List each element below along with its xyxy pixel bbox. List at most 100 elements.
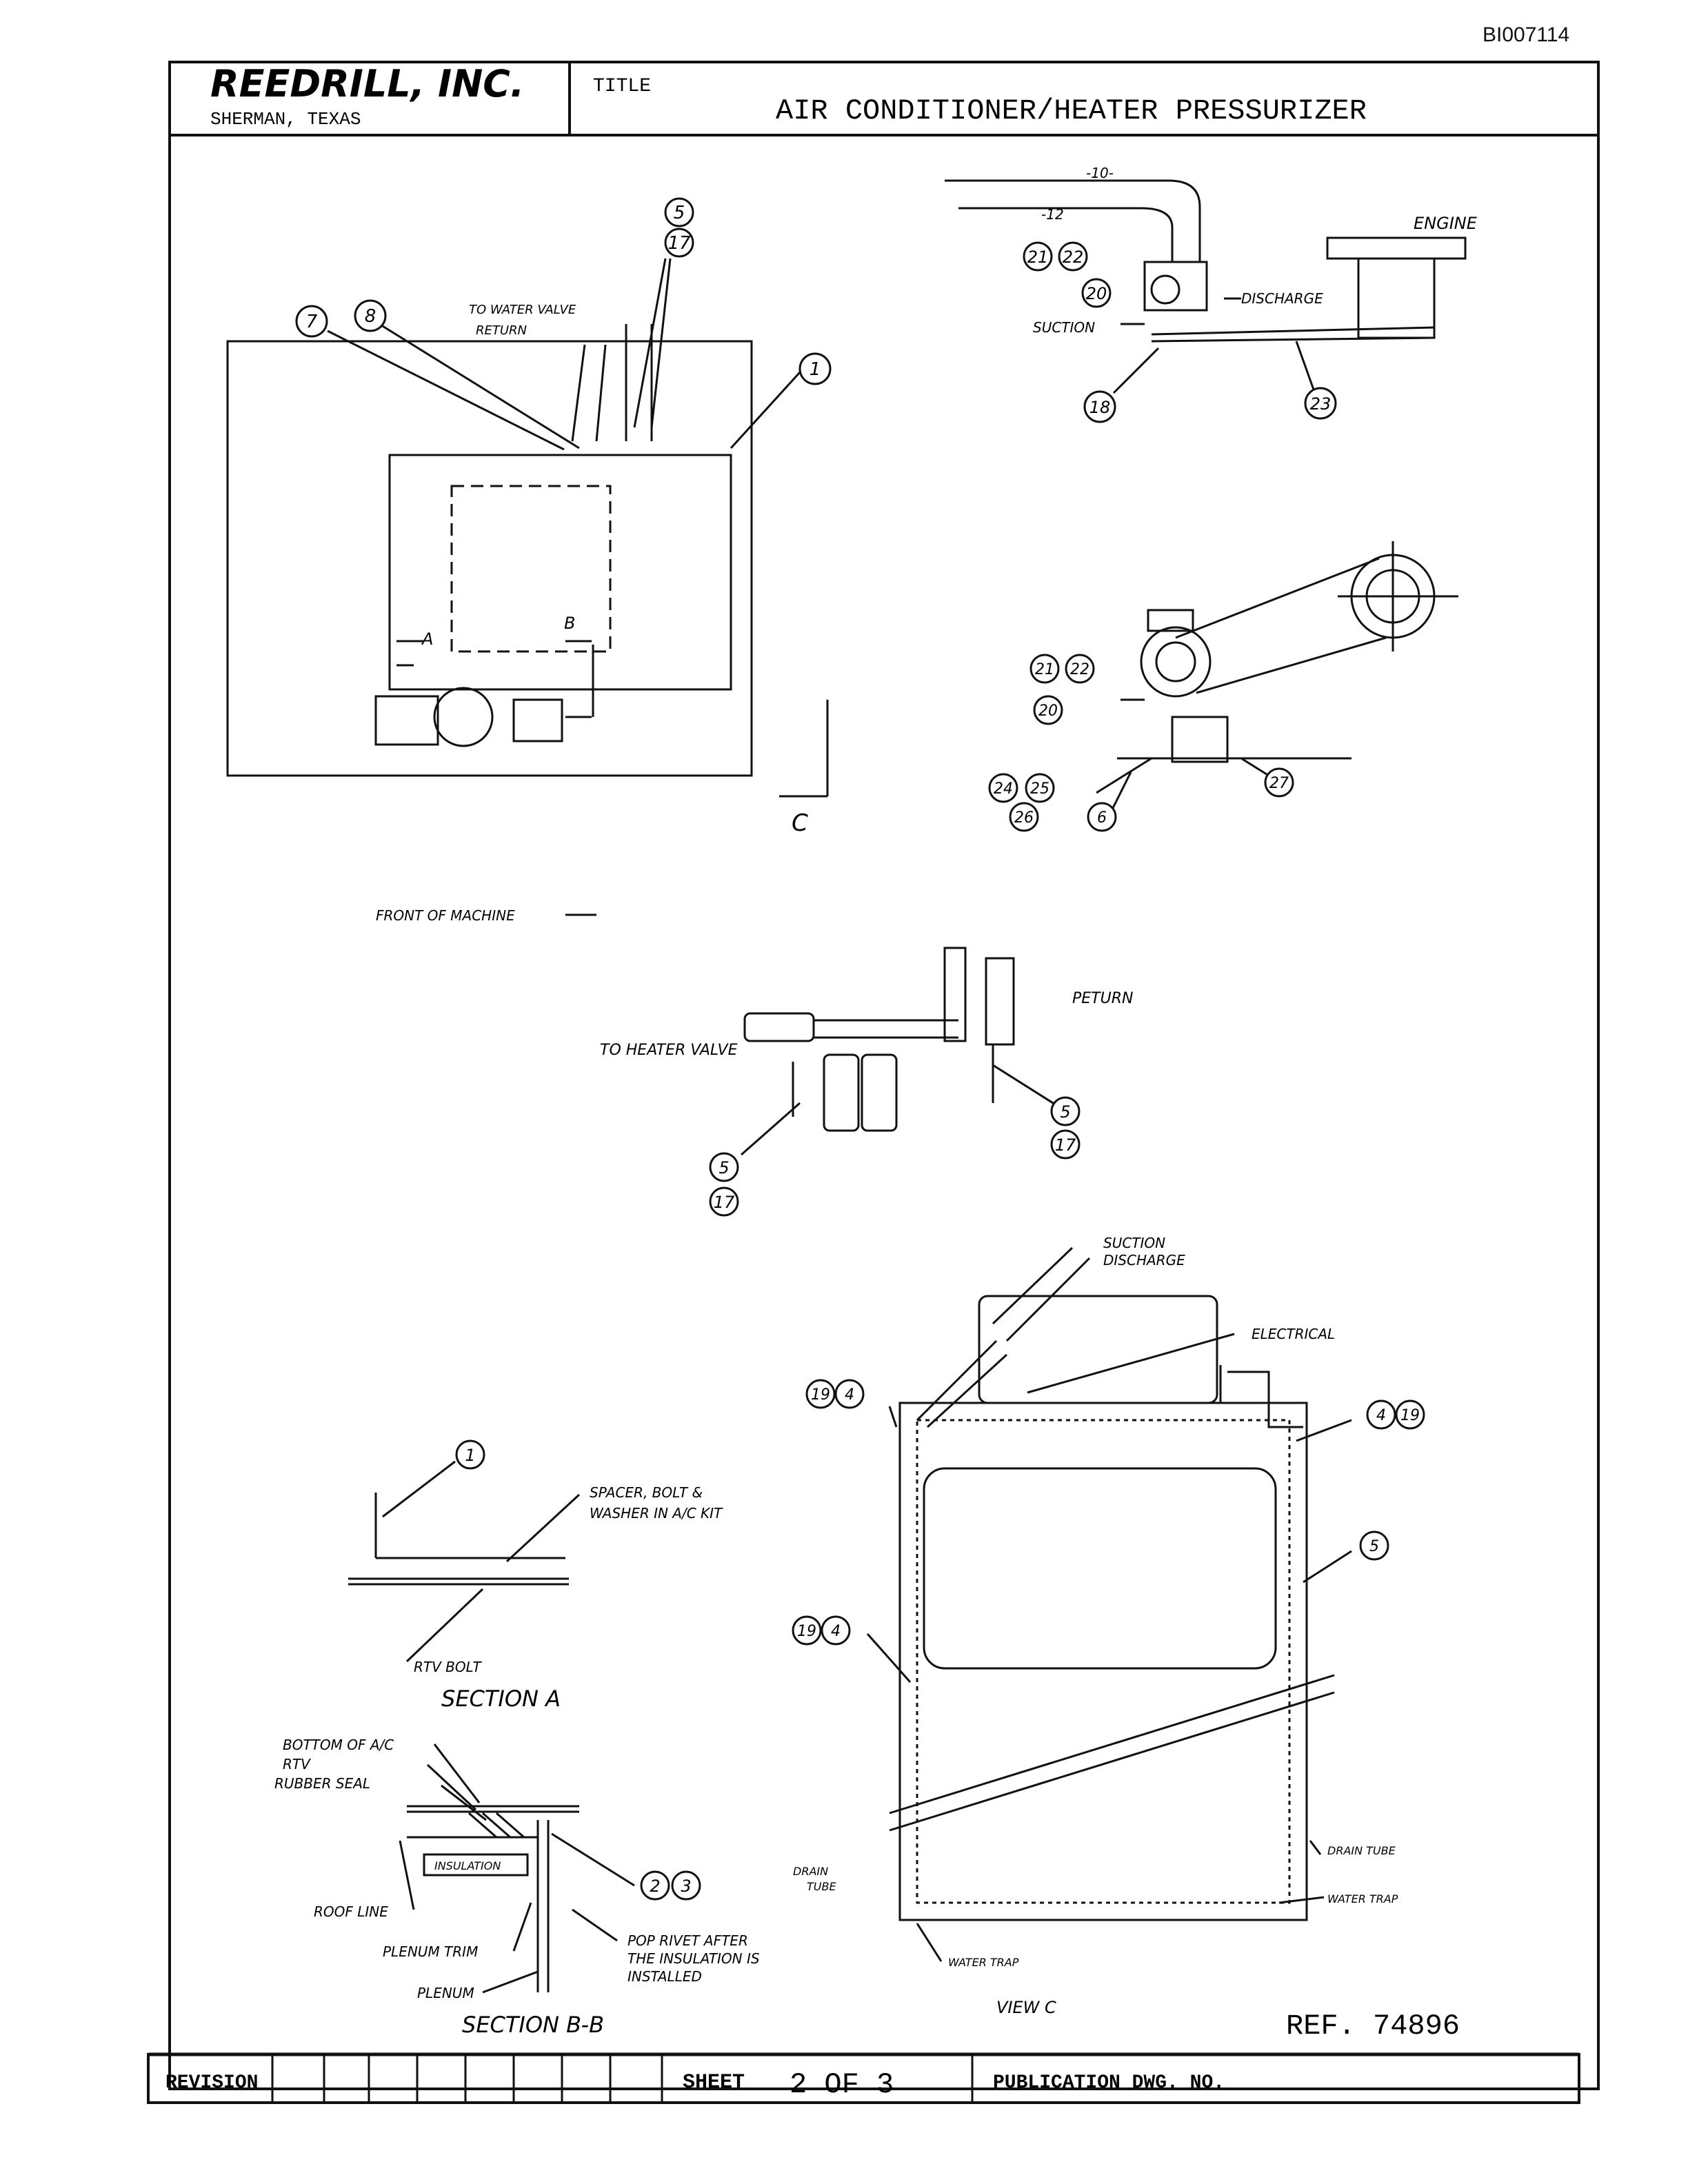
water-trap-right-label: WATER TRAP	[1327, 1892, 1398, 1905]
rtv-label: RTV	[283, 1756, 311, 1772]
callout-21: 21	[1027, 247, 1049, 267]
view-c-callout-4-mid: 4	[831, 1623, 841, 1640]
reference-number: REF. 74896	[1286, 2010, 1460, 2043]
callout-3: 3	[681, 1877, 691, 1896]
engine-label: ENGINE	[1414, 214, 1478, 233]
view-c-callout-4-right: 4	[1376, 1407, 1386, 1424]
electrical-label: ELECTRICAL	[1252, 1326, 1335, 1342]
drawing-title: AIR CONDITIONER/HEATER PRESSURIZER	[776, 94, 1367, 128]
view-c-callout-4-left: 4	[845, 1386, 854, 1404]
suction-label: SUCTION	[1033, 319, 1095, 336]
document-id: BI007114	[1483, 23, 1570, 46]
callout-18: 18	[1089, 398, 1111, 417]
section-bb-caption: SECTION B-B	[462, 2012, 604, 2038]
company-location: SHERMAN, TEXAS	[210, 109, 361, 130]
section-b-marker: B	[564, 614, 575, 633]
compressor-clutch	[1140, 626, 1212, 698]
insulation-label: INSULATION	[434, 1859, 501, 1872]
callout-8: 8	[365, 306, 376, 327]
view-c-callout-19-mid: 19	[797, 1623, 816, 1640]
ac-unit-outline	[388, 454, 732, 691]
to-heater-valve-label: TO HEATER VALVE	[600, 1042, 738, 1059]
spacer-label: SPACER, BOLT &	[590, 1484, 703, 1501]
callout-20: 20	[1086, 284, 1107, 303]
section-bb-detail	[399, 1743, 635, 1994]
plan-view-callouts	[295, 197, 832, 385]
dim-12: -12	[1041, 206, 1064, 223]
cab-frame-outer	[898, 1402, 1308, 1921]
view-c-callout-5: 5	[1369, 1538, 1379, 1555]
front-of-machine-label: FRONT OF MACHINE	[376, 907, 515, 924]
view-c-detail	[866, 1246, 1352, 1962]
plenum-label: PLENUM	[417, 1985, 474, 2001]
return-label: RETURN	[476, 323, 527, 338]
pop-rivet-line-1: POP RIVET AFTER	[627, 1932, 748, 1949]
pop-rivet-line-2: THE INSULATION IS	[627, 1950, 760, 1967]
compressor-pulley-top	[1150, 274, 1180, 305]
callout-5-heater-right: 5	[1060, 1102, 1070, 1122]
callout-24: 24	[994, 780, 1013, 798]
heater-valve-body-2	[861, 1053, 898, 1132]
view-c-discharge-label: DISCHARGE	[1103, 1252, 1185, 1268]
view-c-callout-19-left: 19	[811, 1386, 830, 1404]
discharge-label: DISCHARGE	[1241, 290, 1323, 307]
callout-2: 2	[650, 1877, 660, 1896]
view-c-caption: VIEW C	[996, 1998, 1056, 2017]
water-trap-bottom-label: WATER TRAP	[948, 1956, 1019, 1969]
roof-line-label: ROOF LINE	[314, 1903, 388, 1920]
bottom-of-ac-label: BOTTOM OF A/C	[283, 1737, 394, 1753]
callout-25: 25	[1030, 780, 1049, 798]
callout-1: 1	[810, 359, 821, 380]
sheet-border	[168, 61, 1600, 2090]
engine-hub	[1357, 257, 1436, 339]
callout-17-heater-left: 17	[714, 1193, 735, 1212]
belt-drive-view	[1096, 541, 1458, 814]
section-a-callout-1: 1	[465, 1446, 475, 1465]
plan-view	[226, 258, 829, 916]
sheet-number: 2 OF 3	[790, 2068, 894, 2101]
compressor-pulley	[433, 687, 494, 747]
callout-26: 26	[1014, 809, 1034, 827]
drain-tube-right-label: DRAIN TUBE	[1327, 1844, 1396, 1857]
callout-17: 17	[667, 233, 691, 254]
section-a-caption: SECTION A	[441, 1686, 561, 1712]
callout-7: 7	[306, 312, 318, 332]
compressor-drive	[945, 179, 1467, 394]
to-water-valve-label: TO WATER VALVE	[469, 303, 576, 317]
drain-tube-left-line-2: TUBE	[807, 1880, 836, 1893]
company-name: REEDRILL, INC.	[210, 62, 524, 105]
cab-frame-inner	[916, 1419, 1291, 1904]
view-c-suction-label: SUCTION	[1103, 1235, 1165, 1251]
callout-5-heater-left: 5	[719, 1158, 729, 1177]
drain-tube-left-line-1: DRAIN	[793, 1865, 828, 1878]
callout-22: 22	[1063, 247, 1084, 267]
section-a-marker: A	[421, 629, 433, 649]
view-c-marker: C	[792, 809, 808, 837]
engine-pulley	[1326, 236, 1467, 260]
compressor-base	[1171, 716, 1229, 763]
callout-27: 27	[1269, 775, 1289, 792]
compressor-end	[512, 698, 563, 742]
compressor	[1143, 261, 1208, 312]
callout-23: 23	[1310, 394, 1332, 414]
footer-strip	[147, 2053, 1580, 2104]
publication-label: PUBLICATION DWG. NO.	[993, 2072, 1225, 2094]
dim-10: -10-	[1086, 165, 1114, 181]
rubber-seal-label: RUBBER SEAL	[274, 1775, 370, 1792]
roof-panel	[226, 340, 753, 777]
pop-rivet-line-3: INSTALLED	[627, 1968, 702, 1985]
heater-valve-assembly	[741, 947, 1059, 1156]
insulation-block	[423, 1853, 529, 1877]
callout-20-b: 20	[1038, 702, 1058, 720]
heater-return-label: PETURN	[1072, 990, 1133, 1007]
sheet-label: SHEET	[683, 2071, 745, 2094]
callout-17-heater-right: 17	[1055, 1135, 1076, 1155]
callout-5: 5	[674, 203, 685, 223]
compressor-body	[374, 695, 439, 746]
callout-6: 6	[1097, 809, 1107, 827]
plenum-trim-label: PLENUM TRIM	[383, 1943, 478, 1960]
callout-22-b: 22	[1070, 661, 1089, 678]
washer-label: WASHER IN A/C KIT	[590, 1505, 723, 1521]
view-c-callout-19-right: 19	[1400, 1407, 1420, 1424]
